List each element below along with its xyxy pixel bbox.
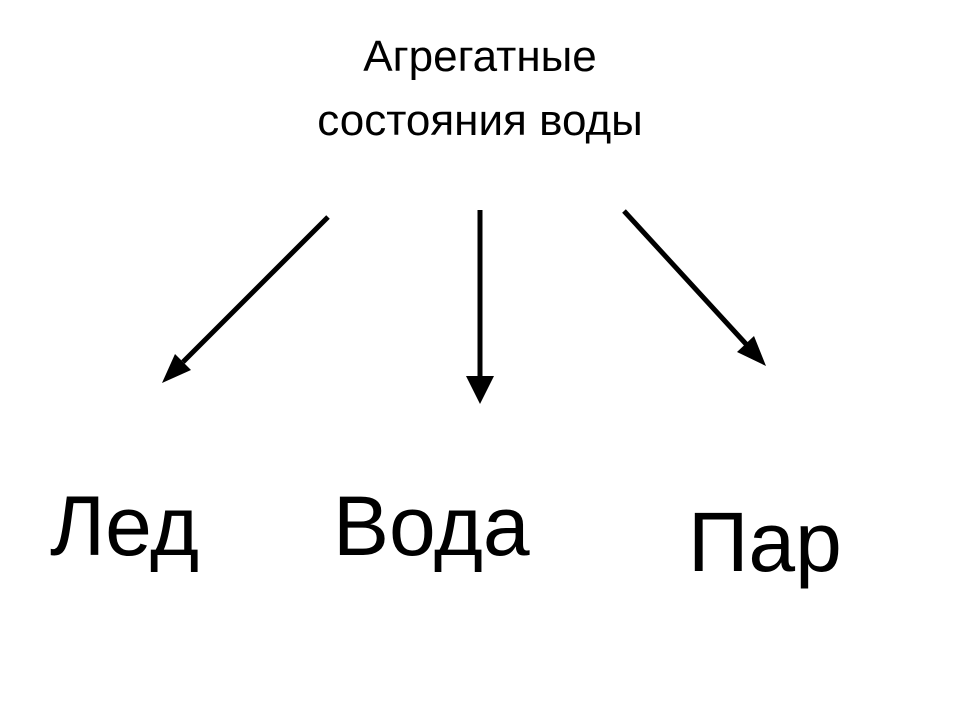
state-label-steam: Пар xyxy=(688,495,842,589)
state-label-water: Вода xyxy=(333,479,530,573)
arrow-to-ice xyxy=(162,215,330,383)
title-line-1: Агрегатные xyxy=(363,32,597,81)
diagram-title: Агрегатные состояния воды xyxy=(0,28,960,150)
title-line-2: состояния воды xyxy=(317,96,643,145)
arrow-to-steam xyxy=(622,209,766,366)
arrow-to-water xyxy=(466,210,494,404)
state-label-ice: Лед xyxy=(50,479,200,573)
